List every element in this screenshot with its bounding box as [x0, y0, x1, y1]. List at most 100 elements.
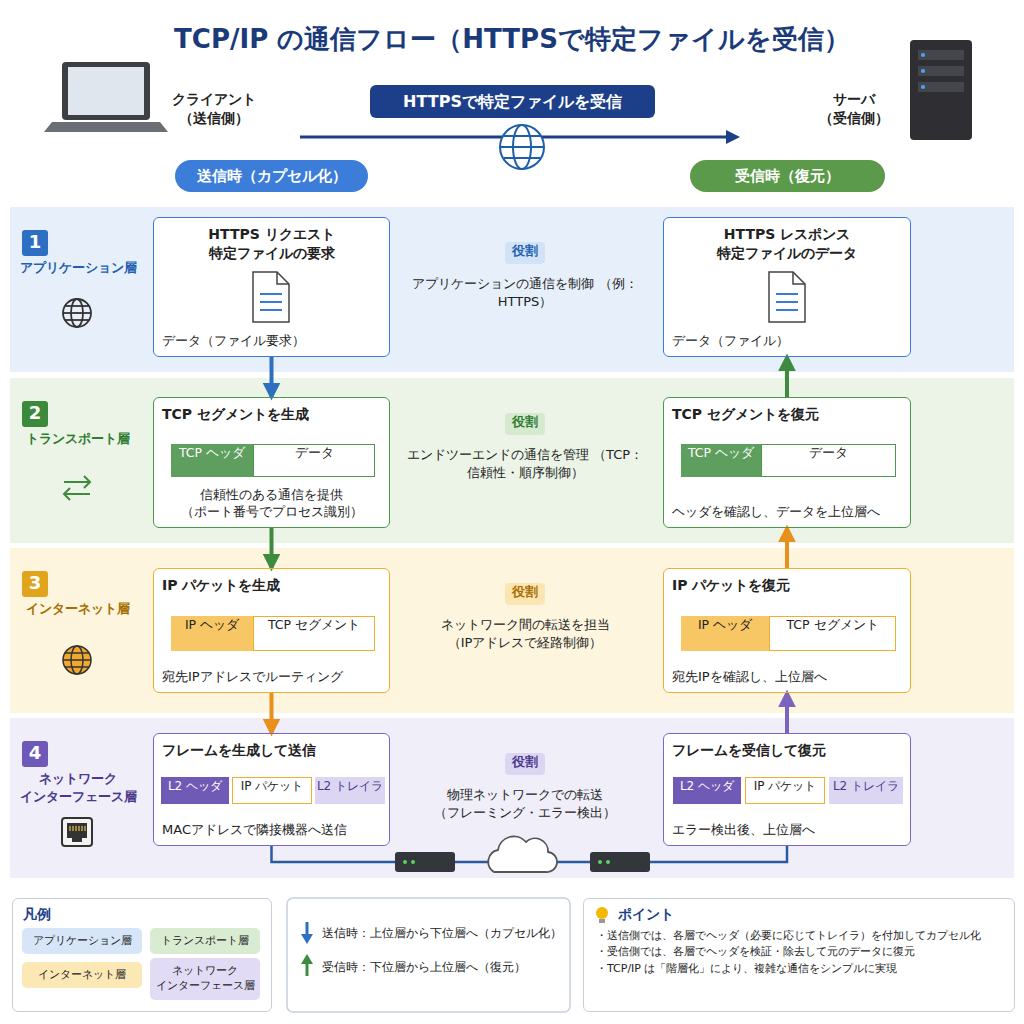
node-heading: IP パケットを復元 — [672, 576, 790, 595]
legend-text: ネットワーク インターフェース層 — [154, 964, 256, 994]
node-heading: 受信時（復元） — [735, 166, 840, 186]
box-ground — [583, 898, 1015, 1012]
node-body: エンドツーエンドの通信を管理 （TCP：信頼性・順序制御） — [400, 446, 650, 481]
layer-number: 1 — [22, 230, 48, 256]
process-box: HTTPS レスポンス 特定ファイルのデータデータ（ファイル） — [663, 217, 911, 357]
device-label: クライアント （送信側） — [158, 90, 270, 128]
bulb-icon — [596, 907, 608, 923]
layer-band: トランスポート層エンドツーエンドの通信を管理 （TCP：信頼性・順序制御）2TC… — [10, 378, 1014, 543]
node-heading: IP パケットを生成 — [162, 576, 280, 595]
node-heading: TCP セグメントを復元 — [672, 405, 819, 424]
flow-arrow — [785, 528, 789, 568]
device-label: サーバ （受信側） — [812, 90, 896, 128]
node-heading: データ — [809, 445, 848, 462]
flow-arrow — [270, 528, 274, 568]
band-ground — [10, 207, 1014, 372]
node-heading: 役割 — [512, 583, 538, 601]
document-icon — [253, 272, 289, 322]
header-chip: IP パケット — [232, 777, 312, 804]
layer-icon — [63, 299, 91, 327]
title-holder: TCP/IP の通信フロー（HTTPSで特定ファイルを受信） — [20, 22, 1004, 57]
node-heading: IP ヘッダ — [185, 617, 239, 634]
diagram-title: TCP/IP の通信フロー（HTTPSで特定ファイルを受信） — [20, 22, 1004, 57]
process-box: フレームを生成して送信MACアドレスで隣接機器へ送信L2 ヘッダIP パケットL… — [153, 733, 390, 846]
cloud-icon — [488, 836, 557, 872]
box-ground — [153, 397, 390, 528]
node-heading: 役割 — [512, 413, 538, 431]
box-ground — [153, 568, 390, 693]
node-heading: データ — [295, 445, 334, 462]
node-heading: 3 — [29, 571, 42, 595]
header-chip: TCP セグメント — [769, 616, 896, 651]
legend-entry: ネットワーク インターフェース層 — [150, 958, 260, 1000]
legend-entry: トランスポート層 — [150, 928, 260, 954]
box-ground — [153, 733, 390, 846]
node-body: データ（ファイル要求） — [162, 332, 305, 350]
legend-text: トランスポート層 — [161, 934, 249, 949]
flow-arrow — [785, 357, 789, 397]
legend-swatch: アプリケーション層 — [22, 928, 142, 954]
node-heading: アプリケーション層 — [14, 259, 142, 277]
node-body: 宛先IPを確認し、上位層へ — [672, 668, 827, 686]
band-ground — [10, 718, 1014, 878]
node-heading: 役割 — [512, 242, 538, 260]
band-ground — [10, 548, 1014, 713]
box-ground — [12, 898, 272, 1012]
node-heading: 4 — [29, 741, 42, 765]
header-chip: データ — [253, 444, 375, 477]
layer-icon — [64, 476, 90, 500]
flow-arrow — [270, 693, 274, 733]
legend-entry: 送信時：上位層から下位層へ（カプセル化） — [322, 921, 564, 947]
header-chip: TCP ヘッダ — [681, 444, 761, 477]
node-body: ネットワーク間の転送を担当 （IPアドレスで経路制御） — [400, 616, 650, 651]
node-heading: HTTPS レスポンス 特定ファイルのデータ — [672, 225, 902, 263]
box-ground — [663, 733, 911, 846]
node-heading: IP ヘッダ — [698, 617, 752, 634]
node-heading: 1 — [29, 230, 42, 254]
node-heading: TCP ヘッダ — [688, 445, 754, 462]
process-box: TCP セグメントを生成信頼性のある通信を提供 （ポート番号でプロセス識別） TC… — [153, 397, 390, 528]
legend-swatch: トランスポート層 — [150, 928, 260, 954]
node-heading: 送信時（カプセル化） — [197, 166, 347, 186]
node-heading: IP パケット — [241, 778, 304, 794]
label-holder: クライアント （送信側） — [158, 90, 270, 128]
header-chip: IP パケット — [745, 777, 825, 804]
node-heading: 凡例 — [23, 905, 261, 924]
flow-arrow — [270, 357, 274, 397]
node-heading: TCP セグメントを生成 — [162, 405, 309, 424]
phase-pill: 受信時（復元） — [690, 160, 885, 192]
legend-entry: アプリケーション層 — [22, 928, 142, 954]
ethernet-port-icon — [62, 818, 92, 846]
server-icon — [910, 40, 972, 140]
legend-entry: 受信時：下位層から上位層へ（復元） — [322, 955, 564, 981]
node-heading: 2 — [29, 401, 42, 425]
legend-text: 送信時：上位層から下位層へ（カプセル化） — [322, 926, 562, 942]
layer-icon — [63, 646, 91, 674]
node-heading: TCP セグメント — [786, 617, 878, 634]
node-heading: IP パケット — [754, 778, 817, 794]
header-chip: TCP ヘッダ — [171, 444, 253, 477]
role-badge: 役割 — [505, 413, 545, 435]
node-body: 信頼性のある通信を提供 （ポート番号でプロセス識別） — [162, 486, 381, 521]
header-chip: L2 ヘッダ — [161, 777, 229, 804]
node-body: 物理ネットワークでの転送 （フレーミング・エラー検出） — [400, 786, 650, 821]
node-body: ・受信側では、各層でヘッダを検証・除去して元のデータに復元 — [596, 944, 1002, 961]
label-holder: サーバ （受信側） — [812, 90, 896, 128]
laptop-icon — [44, 62, 168, 132]
node-heading: トランスポート層 — [14, 430, 142, 448]
header-chip: データ — [761, 444, 896, 477]
node-body: データ（ファイル） — [672, 332, 789, 350]
node-body: MACアドレスで隣接機器へ送信 — [162, 821, 347, 839]
process-box: フレームを受信して復元エラー検出後、上位層へL2 ヘッダIP パケットL2 トレ… — [663, 733, 911, 846]
layer-number: 4 — [22, 741, 48, 767]
node-body: ・送信側では、各層でヘッダ（必要に応じてトレイラ）を付加してカプセル化 — [596, 928, 1002, 945]
box-ground — [153, 217, 390, 357]
node-heading: HTTPS リクエスト 特定ファイルの要求 — [162, 225, 381, 263]
node-heading: L2 ヘッダ — [168, 778, 222, 794]
node-heading: フレームを生成して送信 — [162, 741, 316, 760]
process-box: IP パケットを復元宛先IPを確認し、上位層へ IP ヘッダ TCP セグメント — [663, 568, 911, 693]
process-box: HTTPS リクエスト 特定ファイルの要求データ（ファイル要求） — [153, 217, 390, 357]
legend-swatch: インターネット層 — [22, 962, 142, 988]
node-heading: ネットワーク インターフェース層 — [14, 770, 142, 805]
flow-arrow — [785, 693, 789, 733]
